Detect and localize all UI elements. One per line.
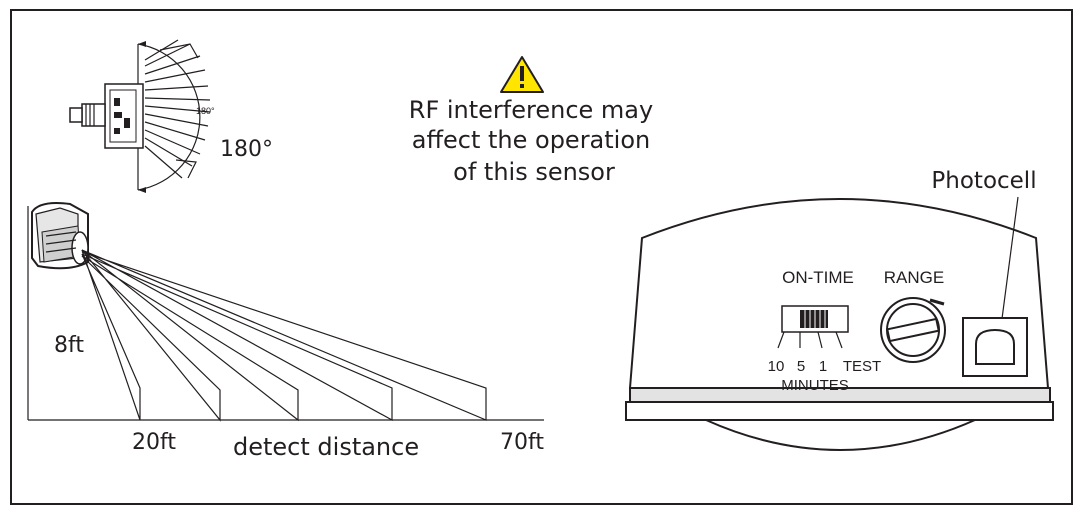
angle-small-label: 180° [196, 106, 215, 116]
range-knob [880, 297, 946, 363]
sensor-top-view: 180° 180° [69, 39, 273, 193]
detection-rays [81, 249, 487, 422]
dial-5: 5 [797, 358, 805, 375]
dial-test: TEST [843, 358, 881, 375]
detect-distance-label: detect distance [233, 433, 419, 461]
rf-warning: RF interference may affect the operation… [409, 56, 653, 186]
height-label: 8ft [54, 333, 84, 358]
on-time-slider-knob [800, 310, 828, 328]
photocell-label: Photocell [931, 168, 1036, 194]
warning-triangle-icon [500, 56, 544, 93]
range-label: RANGE [884, 268, 944, 287]
sensor-side-view: 8ft 20ft detect distance 70ft [27, 202, 544, 461]
minutes-label: MINUTES [781, 377, 849, 394]
warning-line-3: of this sensor [453, 158, 615, 186]
dial-1: 1 [819, 358, 827, 375]
dial-10: 10 [768, 358, 785, 375]
angle-label: 180° [220, 137, 273, 162]
detection-fan-top [144, 39, 211, 179]
control-panel: ON-TIME 10 5 1 TEST MINUTES RANGE Photoc… [625, 168, 1054, 451]
warning-line-2: affect the operation [412, 126, 651, 154]
near-distance-label: 20ft [132, 430, 176, 455]
far-distance-label: 70ft [500, 430, 544, 455]
warning-line-1: RF interference may [409, 96, 653, 124]
on-time-label: ON-TIME [782, 268, 854, 287]
photocell-sensor [962, 317, 1028, 377]
